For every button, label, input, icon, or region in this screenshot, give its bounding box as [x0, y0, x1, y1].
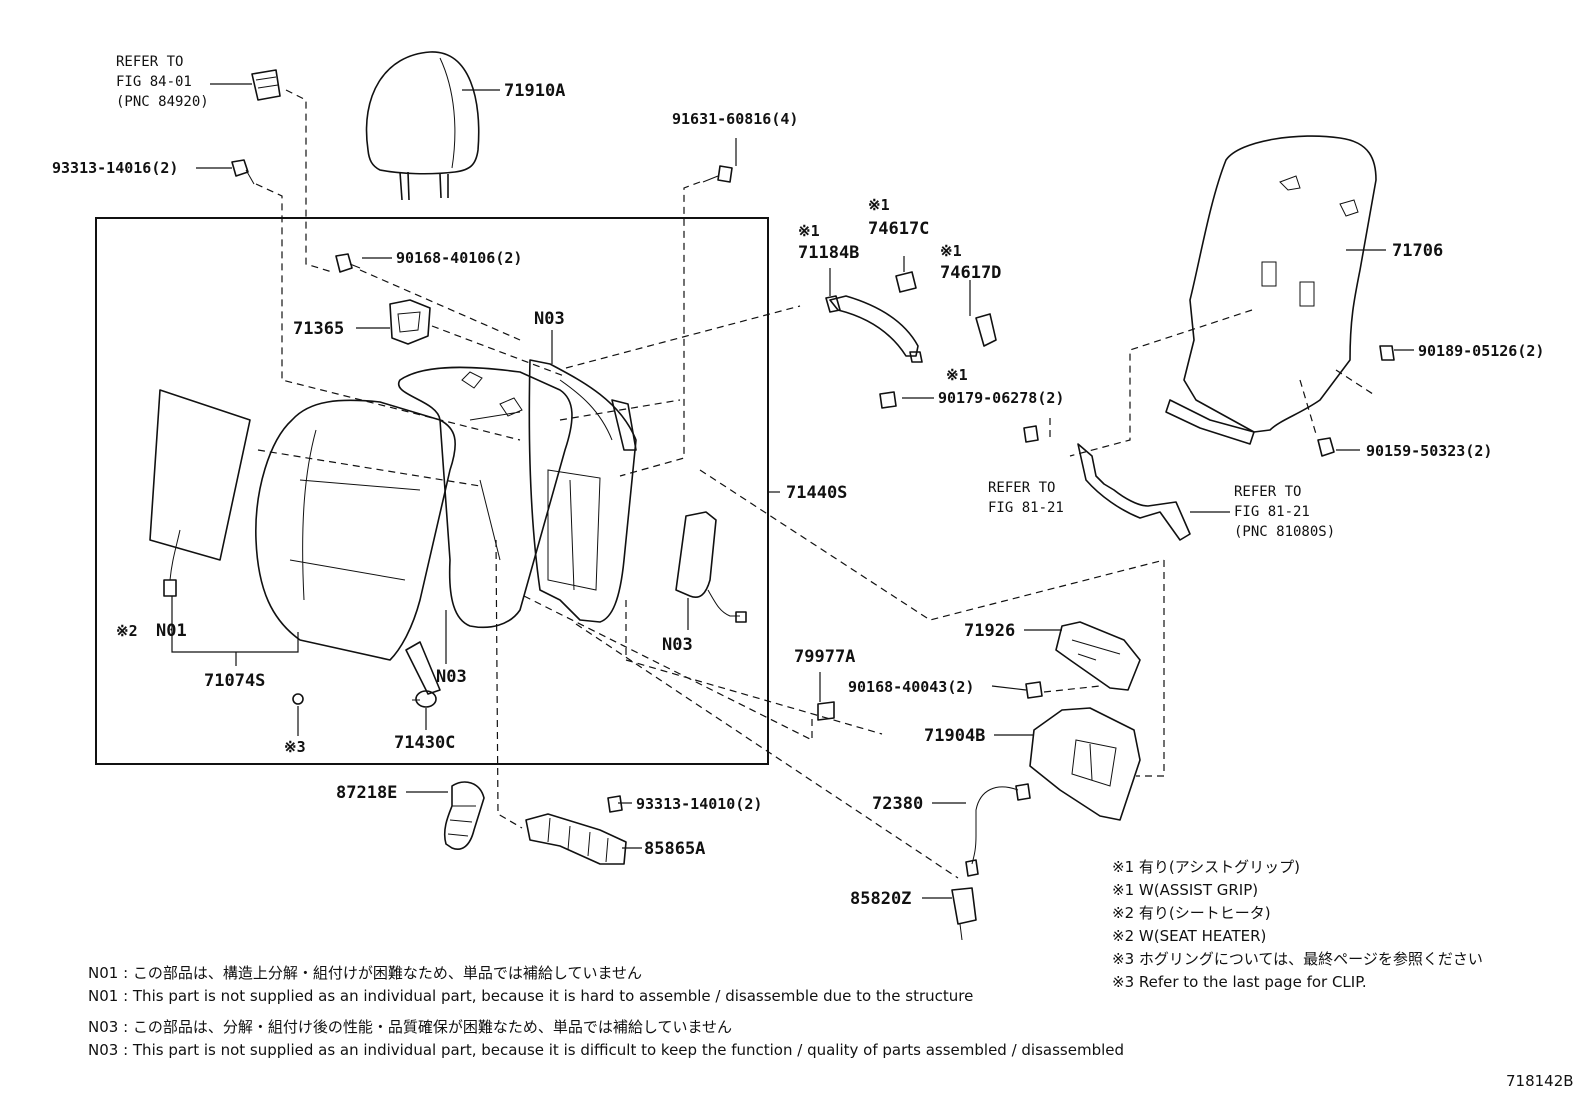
clip-71430c-drawing: [412, 690, 437, 708]
wire-harness-drawing: [1023, 425, 1191, 541]
part-label-71430c[interactable]: 71430C: [394, 733, 455, 753]
legend-line: ※3 ホグリングについては、最終ページを参照ください: [1112, 950, 1483, 968]
seat-heater-pad-drawing: [149, 389, 251, 597]
bracket-71926-drawing: [1055, 621, 1141, 691]
note-label-n03-frame[interactable]: N03: [534, 309, 565, 329]
bracket-71365-drawing: [389, 299, 431, 345]
note-mark-90179: ※1: [946, 366, 968, 384]
part-label-71904b[interactable]: 71904B: [924, 726, 985, 746]
part-label-71074s[interactable]: 71074S: [204, 671, 265, 691]
part-label-90168-40106[interactable]: 90168-40106(2): [396, 249, 522, 267]
assembly-group-box: [95, 217, 769, 765]
part-label-71910a[interactable]: 71910A: [504, 81, 565, 101]
part-label-71706[interactable]: 71706: [1392, 241, 1443, 261]
note-mark-74617c: ※1: [868, 196, 890, 214]
cover-74617c-drawing: [895, 271, 917, 293]
duct-87218e-drawing: [443, 781, 485, 850]
part-label-72380[interactable]: 72380: [872, 794, 923, 814]
part-label-74617c[interactable]: 74617C: [868, 219, 929, 239]
part-label-90159-50323[interactable]: 90159-50323(2): [1366, 442, 1492, 460]
seatback-board-drawing: [1165, 135, 1377, 445]
legend-line: ※2 有り(シートヒータ): [1112, 904, 1271, 922]
seatback-frame-drawing: [528, 359, 637, 623]
part-label-90189-05126[interactable]: 90189-05126(2): [1418, 342, 1544, 360]
note-line: N03 : この部品は、分解・組付け後の性能・品質確保が困難なため、単品では補給…: [88, 1018, 732, 1036]
part-label-79977a[interactable]: 79977A: [794, 647, 855, 667]
refer-fig-81-21-b-line2: FIG 81-21: [1234, 504, 1310, 520]
part-label-71926[interactable]: 71926: [964, 621, 1015, 641]
seatback-cover-drawing: [255, 399, 456, 695]
clip-90159-50323-drawing: [1317, 437, 1335, 457]
part-label-90179-06278[interactable]: 90179-06278(2): [938, 389, 1064, 407]
note-line: N01 : This part is not supplied as an in…: [88, 987, 973, 1005]
legend-line: ※1 有り(アシストグリップ): [1112, 858, 1300, 876]
nut-90179-06278-drawing: [879, 391, 897, 409]
clip-90189-05126-drawing: [1379, 345, 1395, 361]
part-label-91631-60816[interactable]: 91631-60816(4): [672, 110, 798, 128]
part-label-85820z[interactable]: 85820Z: [850, 889, 911, 909]
seatback-pad-drawing: [397, 366, 573, 629]
bolt-93313-14010-drawing: [607, 795, 623, 813]
legend-line: ※3 Refer to the last page for CLIP.: [1112, 973, 1367, 991]
leader-lines: [171, 83, 1414, 899]
part-label-93313-14010[interactable]: 93313-14010(2): [636, 795, 762, 813]
part-label-71184b[interactable]: 71184B: [798, 243, 859, 263]
part-label-85865a[interactable]: 85865A: [644, 839, 705, 859]
part-label-71365[interactable]: 71365: [293, 319, 344, 339]
note-mark-71184b: ※1: [798, 222, 820, 240]
part-label-74617d[interactable]: 74617D: [940, 263, 1001, 283]
connector-79977a-drawing: [817, 701, 835, 721]
cable-72380-drawing: [965, 783, 1031, 877]
part-label-93313-14016[interactable]: 93313-14016(2): [52, 159, 178, 177]
part-label-90168-40043[interactable]: 90168-40043(2): [848, 678, 974, 696]
diagram-id: 718142B: [1506, 1072, 1574, 1090]
refer-fig-81-21-b-line3: (PNC 81080S): [1234, 524, 1335, 540]
bolt-91631-60816-drawing: [702, 165, 733, 183]
bolt-90168-40043-drawing: [1025, 681, 1043, 699]
part-label-71440s[interactable]: 71440S: [786, 483, 847, 503]
note-mark-hog-ring: ※3: [284, 738, 306, 756]
clip-84920-drawing: [251, 69, 281, 101]
supply-notes: N01 : この部品は、構造上分解・組付けが困難なため、単品では補給していません…: [88, 964, 1124, 1059]
assembly-lines: [255, 89, 1377, 879]
note-label-n03-pad[interactable]: N03: [436, 667, 467, 687]
assist-grip-drawing: [825, 295, 923, 363]
bracket-71904b-drawing: [1029, 707, 1141, 821]
refer-fig-84-01-line1: REFER TO: [116, 54, 183, 70]
refer-fig-84-01-line2: FIG 84-01: [116, 74, 192, 90]
note-mark-n01: ※2: [116, 622, 138, 640]
bolt-93313-14016-drawing: [231, 159, 255, 185]
note-mark-74617d: ※1: [940, 242, 962, 260]
refer-fig-81-21-a-line1: REFER TO: [988, 480, 1055, 496]
legend-line: ※1 W(ASSIST GRIP): [1112, 881, 1258, 899]
clip-90168-40106-drawing: [335, 253, 361, 273]
side-airbag-drawing: [675, 511, 747, 623]
note-line: N01 : この部品は、構造上分解・組付けが困難なため、単品では補給していません: [88, 964, 642, 982]
hog-ring-drawing: [292, 693, 304, 705]
note-line: N03 : This part is not supplied as an in…: [88, 1041, 1124, 1059]
legend-line: ※2 W(SEAT HEATER): [1112, 927, 1266, 945]
headrest-drawing: [365, 51, 480, 201]
part-label-87218e[interactable]: 87218E: [336, 783, 397, 803]
refer-fig-81-21-a-line2: FIG 81-21: [988, 500, 1064, 516]
refer-fig-81-21-b-line1: REFER TO: [1234, 484, 1301, 500]
refer-fig-84-01-line3: (PNC 84920): [116, 94, 209, 110]
duct-85865a-drawing: [525, 813, 627, 865]
footnote-legend: ※1 有り(アシストグリップ) ※1 W(ASSIST GRIP) ※2 有り(…: [1112, 858, 1483, 991]
cover-74617d-drawing: [975, 313, 997, 347]
note-label-n03-airbag[interactable]: N03: [662, 635, 693, 655]
note-label-n01[interactable]: N01: [156, 621, 187, 641]
motor-85820z-drawing: [951, 887, 977, 941]
